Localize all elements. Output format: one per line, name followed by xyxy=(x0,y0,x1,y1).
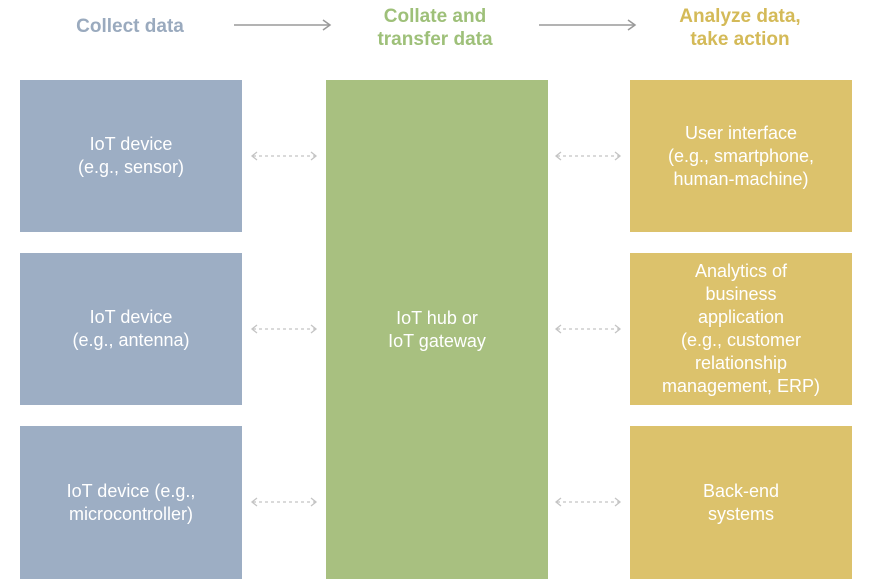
arrow-right-icon xyxy=(234,19,332,31)
iot-device-antenna-box: IoT device (e.g., antenna) xyxy=(20,253,242,405)
iot-hub-gateway-box: IoT hub or IoT gateway xyxy=(326,80,548,579)
user-interface-label: User interface (e.g., smartphone, human-… xyxy=(667,122,815,189)
iot-device-antenna-label: IoT device (e.g., antenna) xyxy=(72,307,190,350)
bidirectional-arrow-icon xyxy=(250,497,318,507)
iot-hub-gateway-label: IoT hub or IoT gateway xyxy=(388,307,486,351)
collate-transfer-header: Collate and transfer data xyxy=(377,6,493,50)
iot-device-sensor-label: IoT device (e.g., sensor) xyxy=(77,134,185,177)
arrow-right-icon xyxy=(539,19,637,31)
collect-data-header: Collect data xyxy=(76,16,184,37)
analyze-action-header: Analyze data, take action xyxy=(679,6,801,50)
iot-device-microcontroller-label: IoT device (e.g., microcontroller) xyxy=(66,480,196,524)
back-end-systems-label: Back-end systems xyxy=(702,480,780,524)
bidirectional-arrow-icon xyxy=(250,151,318,161)
bidirectional-arrow-icon xyxy=(554,497,622,507)
user-interface-box: User interface (e.g., smartphone, human-… xyxy=(630,80,852,232)
analytics-application-label: Analytics of business application (e.g.,… xyxy=(661,261,821,396)
bidirectional-arrow-icon xyxy=(554,151,622,161)
back-end-systems-box: Back-end systems xyxy=(630,426,852,579)
iot-device-microcontroller-box: IoT device (e.g., microcontroller) xyxy=(20,426,242,579)
bidirectional-arrow-icon xyxy=(554,324,622,334)
analytics-application-box: Analytics of business application (e.g.,… xyxy=(630,253,852,405)
iot-device-sensor-box: IoT device (e.g., sensor) xyxy=(20,80,242,232)
bidirectional-arrow-icon xyxy=(250,324,318,334)
